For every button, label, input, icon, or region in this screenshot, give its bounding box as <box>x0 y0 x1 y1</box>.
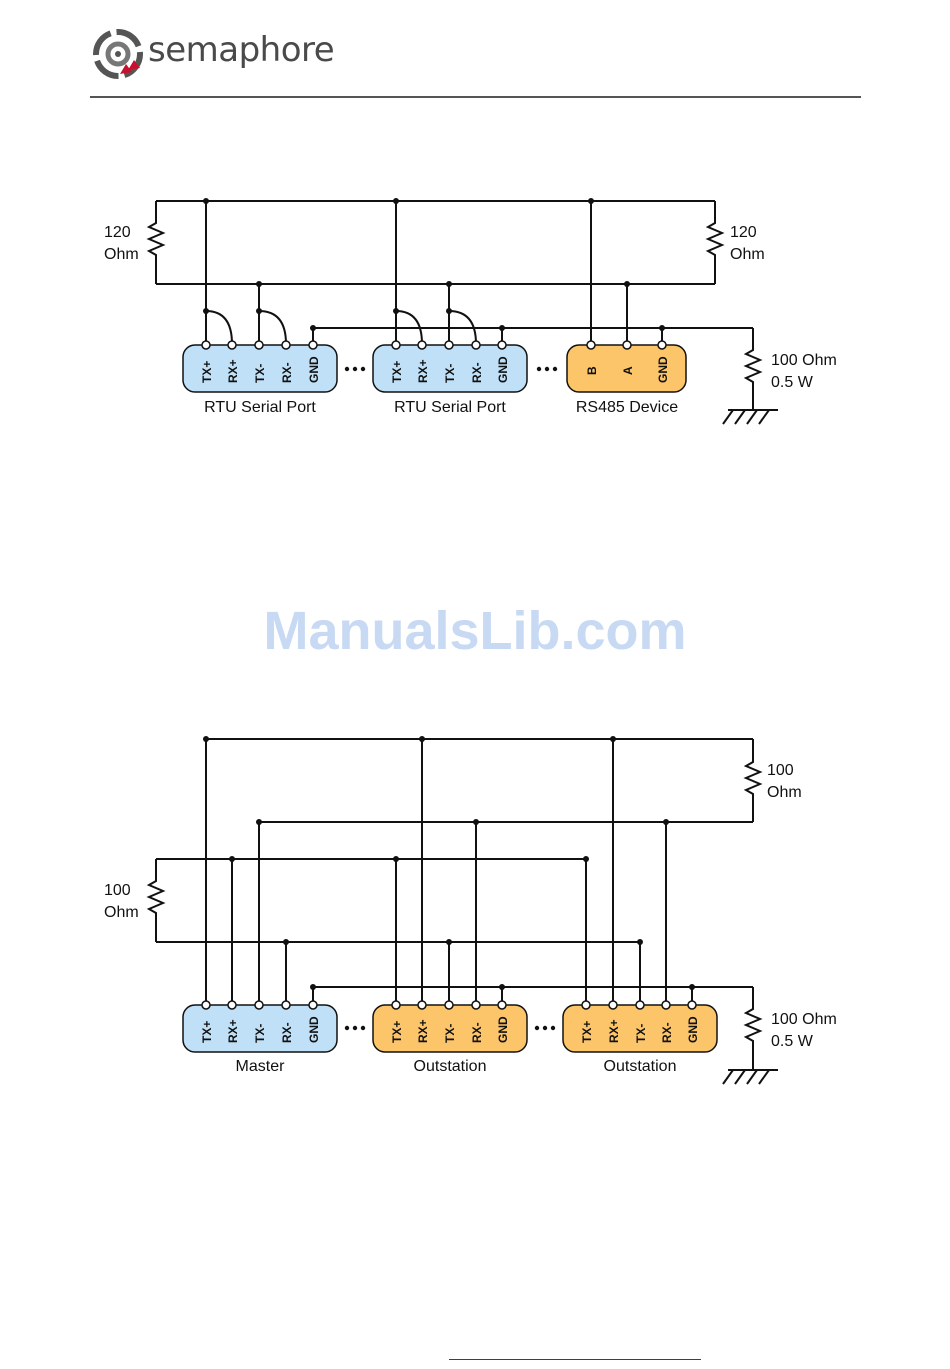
port2-pin: RX- <box>470 362 484 383</box>
header-divider <box>90 96 861 98</box>
device-pin: GND <box>656 356 670 383</box>
port1-pin: RX+ <box>226 359 240 383</box>
master-pin: RX- <box>280 1022 294 1043</box>
device-label: RS485 Device <box>576 399 678 416</box>
outstation2-pin: TX+ <box>580 1021 594 1043</box>
d2-right-res-unit: Ohm <box>767 784 802 801</box>
d2-left-res-value: 100 <box>104 882 131 899</box>
semaphore-logo-icon <box>90 24 150 84</box>
port2-pin: TX- <box>443 364 457 383</box>
outstation2-pin: GND <box>686 1016 700 1043</box>
watermark: ManualsLib.com <box>0 600 950 662</box>
port1-pin: TX+ <box>200 361 214 383</box>
port1-pin: RX- <box>280 362 294 383</box>
outstation1-pin: TX- <box>443 1024 457 1043</box>
master-label: Master <box>236 1058 286 1075</box>
port2-label: RTU Serial Port <box>394 399 506 416</box>
port1-pin: TX- <box>253 364 267 383</box>
port2-pin: TX+ <box>390 361 404 383</box>
outstation2-pin: RX- <box>660 1022 674 1043</box>
brand-name: semaphore <box>148 30 334 70</box>
footer-link[interactable] <box>449 1359 701 1360</box>
master-pin: GND <box>307 1016 321 1043</box>
outstation2-pin: RX+ <box>607 1019 621 1043</box>
outstation1-label: Outstation <box>414 1058 487 1075</box>
port2-pin: RX+ <box>416 359 430 383</box>
d1-right-res-value: 120 <box>730 224 757 241</box>
d2-left-res-unit: Ohm <box>104 904 139 921</box>
d1-left-res-value: 120 <box>104 224 131 241</box>
outstation1-pin: RX- <box>470 1022 484 1043</box>
port2-pin: GND <box>496 356 510 383</box>
outstation2-label: Outstation <box>604 1058 677 1075</box>
d2-ground-res-power: 0.5 W <box>771 1033 814 1050</box>
outstation1-pin: GND <box>496 1016 510 1043</box>
d2-right-res-value: 100 <box>767 762 794 779</box>
outstation2-pin: TX- <box>634 1024 648 1043</box>
outstation1-pin: TX+ <box>390 1021 404 1043</box>
device-pin: B <box>585 366 599 375</box>
outstation1-pin: RX+ <box>416 1019 430 1043</box>
port1-label: RTU Serial Port <box>204 399 316 416</box>
port1-pin: GND <box>307 356 321 383</box>
d1-left-res-unit: Ohm <box>104 246 139 263</box>
diagram-rs422-master: 100 Ohm 100 Ohm 100 Ohm 0.5 W TX+ RX+ TX… <box>0 720 950 1100</box>
d2-ground-res-value: 100 Ohm <box>771 1011 837 1028</box>
d1-ground-res-value: 100 Ohm <box>771 352 837 369</box>
master-pin: TX- <box>253 1024 267 1043</box>
master-pin: TX+ <box>200 1021 214 1043</box>
diagram-rs485-rtu: 120 Ohm 120 Ohm 100 Ohm 0.5 W TX+ RX+ TX… <box>0 180 950 440</box>
master-pin: RX+ <box>226 1019 240 1043</box>
device-pin: A <box>621 366 635 375</box>
d1-ground-res-power: 0.5 W <box>771 374 814 391</box>
d1-right-res-unit: Ohm <box>730 246 765 263</box>
